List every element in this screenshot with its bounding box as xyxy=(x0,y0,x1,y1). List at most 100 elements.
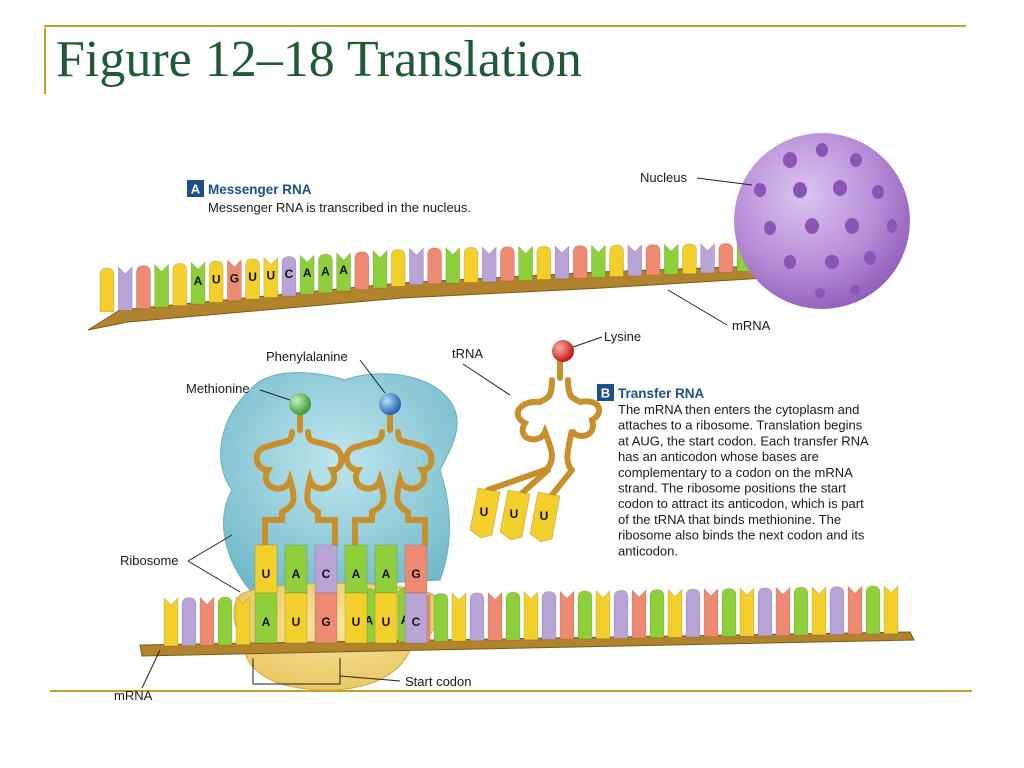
top-base-letter: A xyxy=(303,266,312,280)
mrna-base xyxy=(505,591,521,641)
mrna-base xyxy=(117,265,133,311)
mrna-base xyxy=(481,246,497,283)
mrna-base-C xyxy=(281,256,297,297)
trna-leader xyxy=(462,363,511,396)
mrna-base-A xyxy=(318,253,333,294)
phenylalanine-trna xyxy=(343,412,435,548)
top-base-letter: A xyxy=(194,274,203,288)
mrna-base xyxy=(409,247,424,286)
panel-a-heading: Messenger RNA xyxy=(208,182,312,197)
lysine-leader xyxy=(572,336,603,348)
lysine-ball xyxy=(552,340,574,362)
mrna-base xyxy=(811,585,827,636)
bottom-rule xyxy=(50,690,972,692)
anticodon-base-U xyxy=(499,489,531,541)
trna-label: tRNA xyxy=(452,346,483,361)
mrna-base xyxy=(536,245,552,280)
mrna-base xyxy=(667,588,683,638)
ribosome-codon-letter: U xyxy=(382,615,391,629)
mrna-base xyxy=(572,245,588,279)
methionine-label: Methionine xyxy=(186,381,250,396)
mrna-base xyxy=(591,244,606,278)
mrna-base xyxy=(554,244,570,280)
ribosome-anticodon-letter: A xyxy=(352,567,361,581)
ribosome-anticodon-letter: U xyxy=(262,567,271,581)
mrna-base xyxy=(469,592,485,642)
mrna-base xyxy=(721,588,737,637)
panel-b-caption-line: codon to attract its anticodon, which is… xyxy=(618,496,864,511)
mrna-base-G xyxy=(227,258,242,302)
mrna-base xyxy=(99,267,115,313)
free-anticodon-letter: U xyxy=(540,509,549,523)
methionine-ball xyxy=(289,393,311,415)
mrna-base xyxy=(559,590,575,640)
mrna-base xyxy=(865,585,881,635)
methionine-leader xyxy=(259,389,291,401)
anticodon-base-U xyxy=(469,487,501,539)
mrna-base xyxy=(739,587,755,637)
mrna-base xyxy=(613,589,629,639)
slide-title: Figure 12–18 Translation xyxy=(56,31,582,88)
mrna-base xyxy=(757,587,773,637)
panel-b-caption-line: attaches to a ribosome. Translation begi… xyxy=(618,418,863,433)
mrna-base xyxy=(354,251,370,290)
lysine-label: Lysine xyxy=(604,329,641,344)
mrna-base xyxy=(718,242,734,273)
svg-text:A: A xyxy=(191,182,201,197)
ribosome-label: Ribosome xyxy=(120,553,179,568)
mrna-base-A xyxy=(190,261,206,305)
top-base-letter: U xyxy=(266,269,275,283)
phenylalanine-label: Phenylalanine xyxy=(266,349,348,364)
mrna-base xyxy=(163,596,179,647)
ribosome-codon-letter: U xyxy=(292,615,301,629)
free-anticodon-letter: U xyxy=(480,505,489,519)
top-base-letter: A xyxy=(339,263,348,277)
mrna-base xyxy=(775,586,791,636)
nucleus-leader xyxy=(696,177,753,186)
mrna-base xyxy=(609,244,624,278)
mrna-base xyxy=(682,243,697,275)
mrna-base xyxy=(577,590,593,640)
mrna-base xyxy=(523,590,539,641)
mrna-bottom-leader xyxy=(141,649,161,689)
start-codon-label: Start codon xyxy=(405,674,472,689)
mrna-base xyxy=(703,587,719,638)
mrna-base xyxy=(649,589,665,639)
ribosome-codon-letter: G xyxy=(321,615,330,629)
phenylalanine-leader xyxy=(359,359,386,394)
methionine-trna xyxy=(253,412,345,548)
phenylalanine-ball xyxy=(379,393,401,415)
bottom-base-letter: A xyxy=(365,614,374,628)
mrna-base xyxy=(645,244,661,276)
mrna-base xyxy=(487,591,503,641)
mrna-base xyxy=(500,246,515,282)
panel-b-badge: B xyxy=(597,384,614,401)
mrna-base xyxy=(829,586,845,636)
panel-b-caption-line: of the tRNA that binds methionine. The xyxy=(618,512,841,527)
ribosome-leader xyxy=(187,534,241,593)
mrna-base xyxy=(700,242,715,274)
ribosome-anticodon-letter: G xyxy=(411,567,420,581)
ribosome-codon-base-U xyxy=(374,592,398,644)
mrna-base xyxy=(518,245,533,281)
mrna-top-leader xyxy=(667,289,728,326)
nucleus-icon xyxy=(734,133,910,309)
free-trna xyxy=(485,357,603,498)
ribosome-codon-base-A xyxy=(254,592,278,644)
mrna-base xyxy=(451,592,467,642)
mrna-base xyxy=(427,247,442,285)
ribosome-codon-base-G xyxy=(314,592,338,644)
mrna-base xyxy=(445,246,461,284)
panel-b-caption-line: has an anticodon whose bases are xyxy=(618,449,819,464)
ribosome-codon-letter: C xyxy=(412,615,421,629)
ribosome-codon-base-U xyxy=(284,592,308,644)
top-base-letter: G xyxy=(230,271,239,285)
ribosome-anticodon-letter: C xyxy=(322,567,331,581)
svg-text:B: B xyxy=(601,386,610,401)
top-base-letter: U xyxy=(212,273,221,287)
mrna-base-U xyxy=(263,256,279,298)
panel-b-caption-line: at AUG, the start codon. Each transfer R… xyxy=(618,433,869,448)
mrna-base xyxy=(217,596,233,646)
